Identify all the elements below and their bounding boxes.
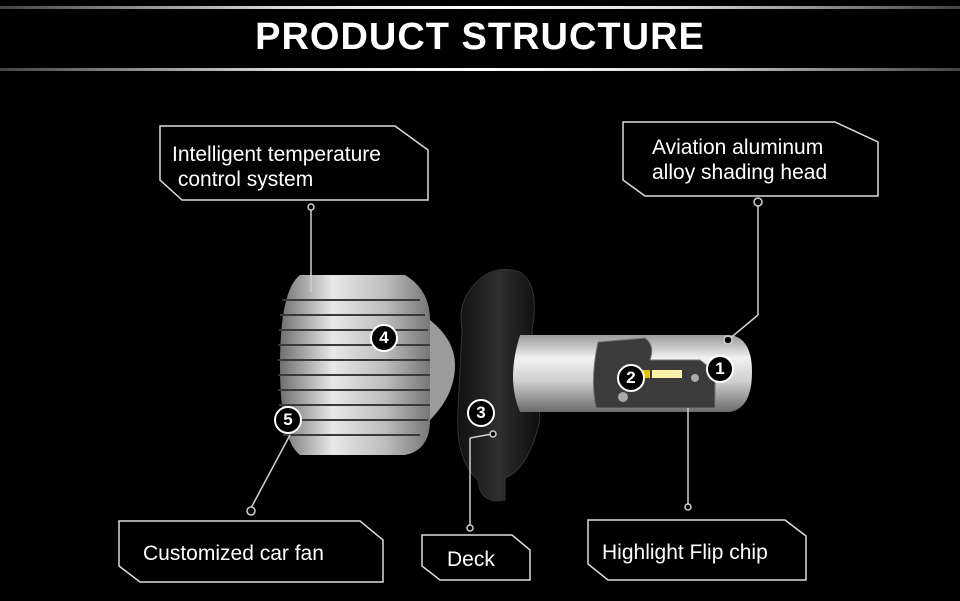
- frame-fan: [118, 520, 384, 583]
- label-fan: Customized car fan: [143, 542, 324, 565]
- title-top-rule: [0, 6, 960, 9]
- frame-aviation: [622, 121, 879, 197]
- page-title: PRODUCT STRUCTURE: [255, 16, 705, 58]
- label-chip: Highlight Flip chip: [602, 541, 768, 564]
- frame-temperature: [159, 125, 429, 201]
- frame-deck: [421, 534, 531, 581]
- marker-1: 1: [706, 355, 734, 383]
- title-bar: PRODUCT STRUCTURE: [0, 6, 960, 72]
- marker-3: 3: [467, 399, 495, 427]
- label-temperature: Intelligent temperature control system: [172, 143, 381, 191]
- deck-shape: [457, 268, 541, 502]
- title-bottom-rule: [0, 68, 960, 71]
- label-deck: Deck: [447, 548, 495, 571]
- heat-sink: [278, 275, 455, 455]
- marker-4: 4: [370, 324, 398, 352]
- label-aviation: Aviation aluminum alloy shading head: [652, 136, 828, 184]
- marker-2: 2: [617, 364, 645, 392]
- leader-lines: [250, 206, 759, 525]
- frame-chip: [587, 519, 807, 581]
- leader-dots: [246, 197, 763, 532]
- marker-5: 5: [274, 406, 302, 434]
